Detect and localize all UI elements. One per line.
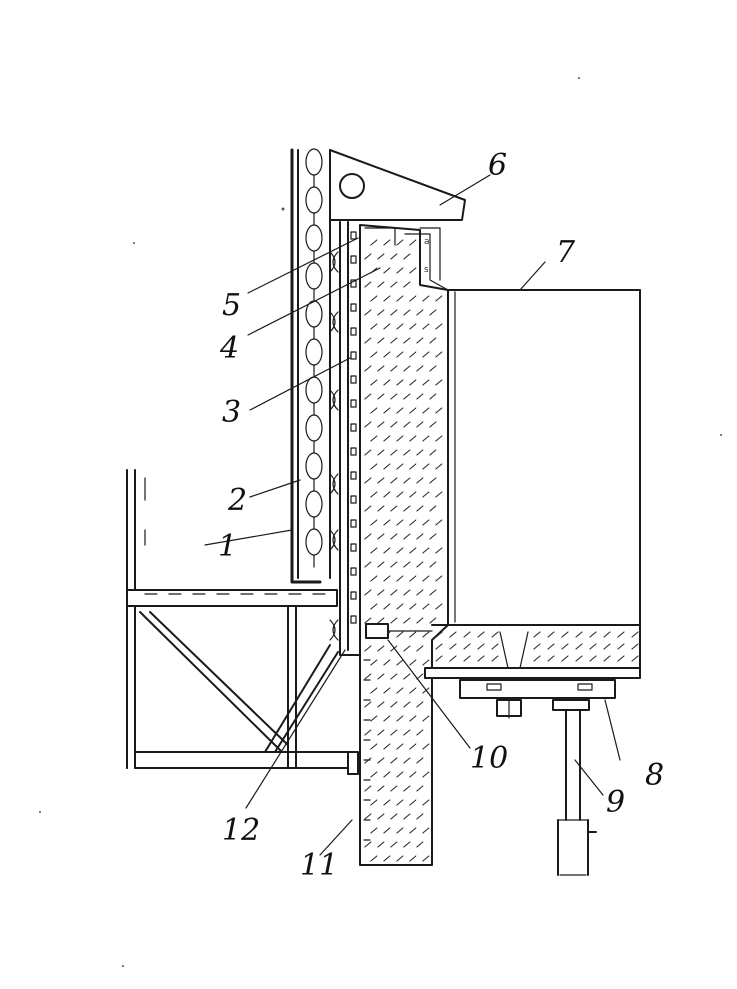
label-6: 6 bbox=[488, 148, 507, 183]
leader-lines bbox=[204, 174, 621, 856]
telescopic-prop bbox=[557, 709, 597, 876]
top-bracket: a s bbox=[329, 149, 466, 291]
slab-hatching bbox=[435, 631, 639, 662]
svg-text:s: s bbox=[424, 265, 429, 275]
label-10: 10 bbox=[470, 741, 508, 776]
callout-labels: 1 2 3 4 5 6 7 8 9 10 11 12 bbox=[218, 148, 664, 883]
guide-rail bbox=[329, 221, 361, 656]
label-7: 7 bbox=[556, 235, 576, 270]
label-9: 9 bbox=[606, 785, 625, 820]
formwork-panel bbox=[447, 289, 641, 626]
label-8: 8 bbox=[645, 758, 664, 793]
wall-hatching bbox=[364, 239, 443, 862]
label-12: 12 bbox=[222, 813, 260, 848]
climbing-rail bbox=[290, 148, 331, 584]
label-3: 3 bbox=[222, 395, 241, 430]
label-4: 4 bbox=[219, 331, 239, 366]
scaffold-platform bbox=[126, 469, 359, 775]
concrete-wall bbox=[359, 224, 449, 866]
anchor-bolt bbox=[365, 623, 433, 639]
label-1: 1 bbox=[218, 529, 237, 564]
label-2: 2 bbox=[227, 483, 247, 518]
label-5: 5 bbox=[222, 288, 241, 323]
floor-slab bbox=[431, 624, 641, 669]
svg-text:a: a bbox=[424, 237, 430, 247]
scan-specks bbox=[39, 77, 722, 967]
support-beam bbox=[424, 667, 641, 719]
label-11: 11 bbox=[300, 848, 338, 883]
